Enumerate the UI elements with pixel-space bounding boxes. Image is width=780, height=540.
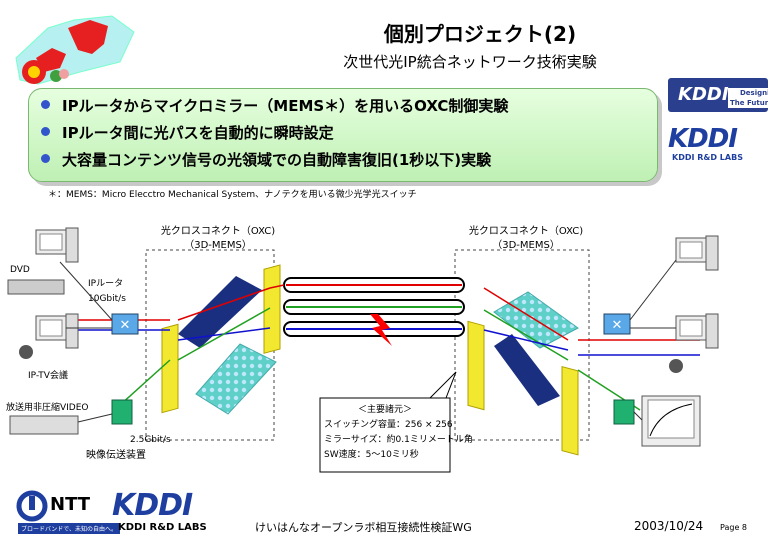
footnote: ＊：MEMS：Micro Elecctro Mechanical System、… [48,190,417,200]
pc-left-top [35,227,79,263]
camera-right-icon [669,359,683,373]
rate-10g-label: 10Gbit/s [88,294,126,304]
oxc-right-label: 光クロスコネクト（OXC) [469,224,583,237]
ntt-logo-icon [16,490,48,526]
page-number: Page 8 [720,523,747,532]
rate-25g-label: 2.5Gbit/s [130,435,171,445]
dvd-label: DVD [10,265,30,275]
right-connections [629,259,677,421]
dvd-player [7,279,65,295]
ntt-logo-text: NTT [50,494,91,515]
kddi-logo-mid: KDDI [668,124,738,154]
iptv-label: IP-TV会議 [28,369,68,381]
kddi-logo-bottom: KDDI [112,488,193,523]
video-label: 放送用非圧縮VIDEO [6,401,89,413]
spec-line: スイッチング容量：256 × 256 [324,418,453,430]
bullet-item: IPルータ間に光パスを自動的に瞬時設定 [41,122,334,143]
mirror-array-right-a [467,320,485,411]
fiber-bundle [283,277,465,337]
page-title: 個別プロジェクト(2) [383,22,577,46]
ntt-slogan: ブロードバンドで、未知の自由へ。 [18,523,121,534]
bullet-dot-icon [41,127,50,136]
mirror-array-right-b [561,365,579,456]
kddi-labs-label-bottom: KDDI R&D LABS [118,522,207,533]
mems-mirror-right-bottom [494,334,560,406]
fault-lightning-icon [370,314,392,346]
kddi-tagline: Designing The Future [728,88,768,108]
video-deck [9,415,79,435]
mirror-array-left-a [161,323,179,414]
svg-text:✕: ✕ [120,318,131,333]
bullet-dot-icon [41,100,50,109]
mems-mirror-left-top [178,276,262,348]
spec-line: ミラーサイズ：約0.1ミリメートル角 [324,433,473,445]
video-device-label: 映像伝送装置 [86,448,146,461]
page-subtitle: 次世代光IP統合ネットワーク技術実験 [343,53,597,71]
kddi-logo-top: KDDIDesigning The Future [668,78,768,112]
spec-title: ＜主要諸元＞ [358,403,412,415]
mems-mirror-left-bottom [195,343,277,415]
bullet-box: IPルータからマイクロミラー（MEMS＊）を用いるOXC制御実験 IPルータ間に… [28,88,658,182]
oxc-left-label: 光クロスコネクト（OXC) [161,224,275,237]
mirror-array-left-b [263,264,281,354]
router-left-icon: ✕ [111,313,139,335]
camera-left-icon [19,345,33,359]
footer-date: 2003/10/24 [634,519,704,533]
network-diagram: 光クロスコネクト（OXC) （3D-MEMS） 光クロスコネクト（OXC) （3… [6,224,719,473]
pc-right-mid [675,313,719,349]
pc-right-top [675,235,719,271]
left-connections [59,261,113,423]
oxc-left-sublabel: （3D-MEMS） [184,239,252,251]
video-transmitter-right [613,399,635,425]
router-label: IPルータ [88,278,123,289]
oxc-right-frame [454,249,590,441]
map-clipart [8,10,138,90]
kddi-labs-label-mid: KDDI R&D LABS [672,153,743,162]
footer-text: けいはんなオープンラボ相互接続性検証WG [255,521,472,534]
spec-line: SW速度：5～10ミリ秒 [324,448,419,460]
router-right-icon: ✕ [603,313,631,335]
video-monitor-right [641,395,701,447]
pc-left-mid [35,313,79,349]
video-transmitter-left [111,399,133,425]
spec-box: ＜主要諸元＞ スイッチング容量：256 × 256 ミラーサイズ：約0.1ミリメ… [319,371,473,473]
bullet-item: 大容量コンテンツ信号の光領域での自動障害復旧(1秒以下)実験 [41,149,491,170]
svg-text:✕: ✕ [612,318,623,333]
bullet-dot-icon [41,154,50,163]
bullet-item: IPルータからマイクロミラー（MEMS＊）を用いるOXC制御実験 [41,95,508,116]
oxc-right-sublabel: （3D-MEMS） [492,239,560,251]
